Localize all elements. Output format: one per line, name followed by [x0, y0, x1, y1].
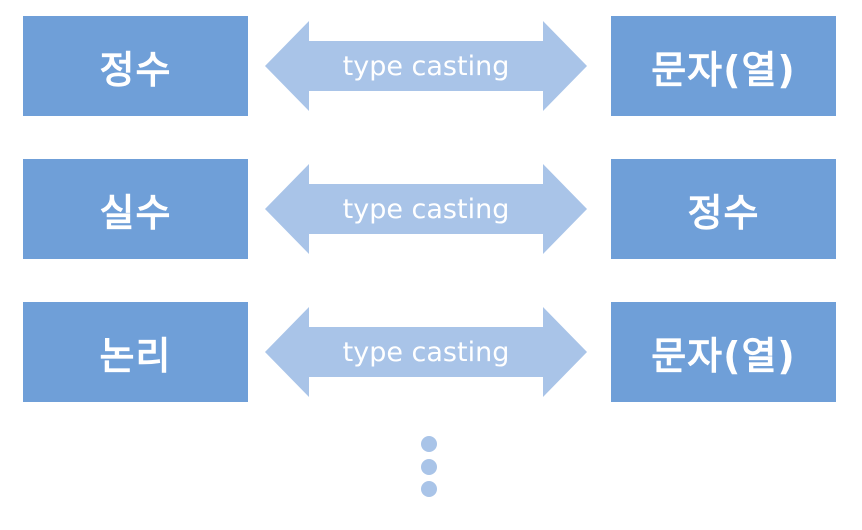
- target-type-box-3: 문자(열): [611, 302, 836, 402]
- target-type-label-3: 문자(열): [651, 333, 796, 378]
- type-casting-label-3: type casting: [342, 336, 510, 368]
- source-type-box-1: 정수: [23, 16, 248, 116]
- target-type-box-1: 문자(열): [611, 16, 836, 116]
- target-type-label-2: 정수: [687, 190, 760, 235]
- double-arrow-icon: [265, 307, 587, 397]
- double-arrow-icon: [265, 21, 587, 111]
- type-casting-label-1: type casting: [342, 50, 510, 82]
- ellipsis-dot-icon: [421, 459, 437, 475]
- source-type-label-2: 실수: [99, 190, 172, 235]
- type-casting-arrow-1: type casting: [265, 21, 587, 111]
- source-type-label-1: 정수: [99, 47, 172, 92]
- type-casting-arrow-3: type casting: [265, 307, 587, 397]
- double-arrow-icon: [265, 164, 587, 254]
- source-type-label-3: 논리: [99, 333, 172, 378]
- target-type-box-2: 정수: [611, 159, 836, 259]
- type-casting-label-2: type casting: [342, 193, 510, 225]
- source-type-box-3: 논리: [23, 302, 248, 402]
- type-casting-arrow-2: type casting: [265, 164, 587, 254]
- ellipsis-dot-icon: [421, 436, 437, 452]
- ellipsis-dot-icon: [421, 481, 437, 497]
- source-type-box-2: 실수: [23, 159, 248, 259]
- target-type-label-1: 문자(열): [651, 47, 796, 92]
